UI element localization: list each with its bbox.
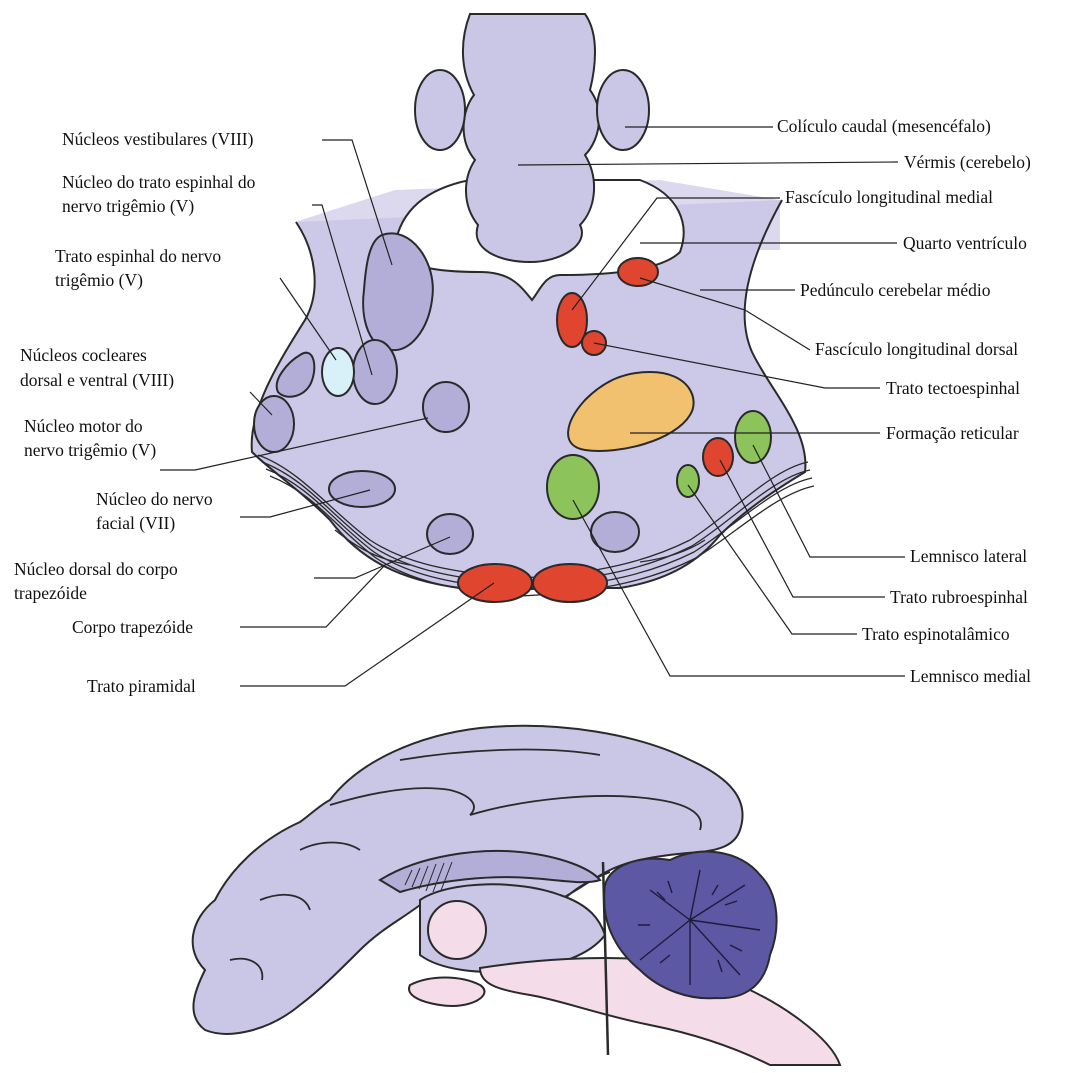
label-trigeminal-spinal-nucleus-2: nervo trigêmio (V) [62, 196, 194, 216]
pyramidal-tract-right [533, 564, 607, 602]
label-fourth-ventricle: Quarto ventrículo [903, 233, 1027, 253]
label-middle-peduncle: Pedúnculo cerebelar médio [800, 280, 991, 300]
label-tectospinal: Trato tectoespinhal [886, 378, 1020, 398]
label-trigeminal-spinal-tract-1: Trato espinhal do nervo [55, 246, 221, 266]
cochlear-nucleus-ventral [254, 396, 294, 452]
label-facial-nucleus-1: Núcleo do nervo [96, 489, 213, 509]
label-pyramidal-tract: Trato piramidal [87, 676, 196, 696]
label-facial-nucleus-2: facial (VII) [96, 513, 175, 533]
medial-lemniscus [547, 455, 599, 519]
label-trigeminal-spinal-nucleus-1: Núcleo do trato espinhal do [62, 172, 256, 192]
right-labels: Colículo caudal (mesencéfalo) Vérmis (ce… [777, 116, 1031, 686]
label-vestibular-nuclei: Núcleos vestibulares (VIII) [62, 129, 254, 149]
right-caudal-colliculus [597, 70, 649, 150]
label-medial-lemniscus: Lemnisco medial [910, 666, 1031, 686]
label-trigeminal-motor-1: Núcleo motor do [24, 416, 143, 436]
lateral-lemniscus [735, 411, 771, 463]
label-trapezoid-body: Corpo trapezóide [72, 617, 193, 637]
label-vermis: Vérmis (cerebelo) [904, 152, 1031, 172]
label-cochlear-nuclei-1: Núcleos cocleares [20, 345, 147, 365]
thalamus [428, 901, 486, 959]
label-trapezoid-dorsal-2: trapezóide [14, 583, 87, 603]
label-trigeminal-motor-2: nervo trigêmio (V) [24, 440, 156, 460]
trigeminal-motor-nucleus [423, 382, 469, 432]
label-cochlear-nuclei-2: dorsal e ventral (VIII) [20, 370, 174, 390]
label-trapezoid-dorsal-1: Núcleo dorsal do corpo [14, 559, 178, 579]
facial-nucleus [329, 471, 395, 507]
vermis [463, 14, 599, 262]
label-rubrospinal: Trato rubroespinhal [890, 587, 1028, 607]
trapezoid-dorsal-nucleus [427, 514, 473, 554]
trigeminal-spinal-tract [322, 348, 354, 396]
label-spinothalamic: Trato espinotalâmico [862, 624, 1010, 644]
rubrospinal-tract [703, 438, 733, 476]
label-dlf: Fascículo longitudinal dorsal [815, 339, 1018, 359]
hypothalamus [409, 978, 484, 1006]
label-mlf: Fascículo longitudinal medial [785, 187, 993, 207]
spinothalamic-tract [677, 465, 699, 497]
label-caudal-colliculus: Colículo caudal (mesencéfalo) [777, 116, 991, 136]
label-reticular: Formação reticular [886, 423, 1019, 443]
label-lateral-lemniscus: Lemnisco lateral [910, 546, 1027, 566]
label-trigeminal-spinal-tract-2: trigêmio (V) [55, 270, 143, 290]
left-caudal-colliculus [415, 70, 465, 150]
pyramidal-tract-left [458, 564, 532, 602]
left-labels: Núcleos vestibulares (VIII) Núcleo do tr… [14, 129, 256, 696]
pons-section [252, 14, 814, 602]
trigeminal-spinal-nucleus [353, 340, 397, 404]
sagittal-brain [193, 726, 840, 1065]
